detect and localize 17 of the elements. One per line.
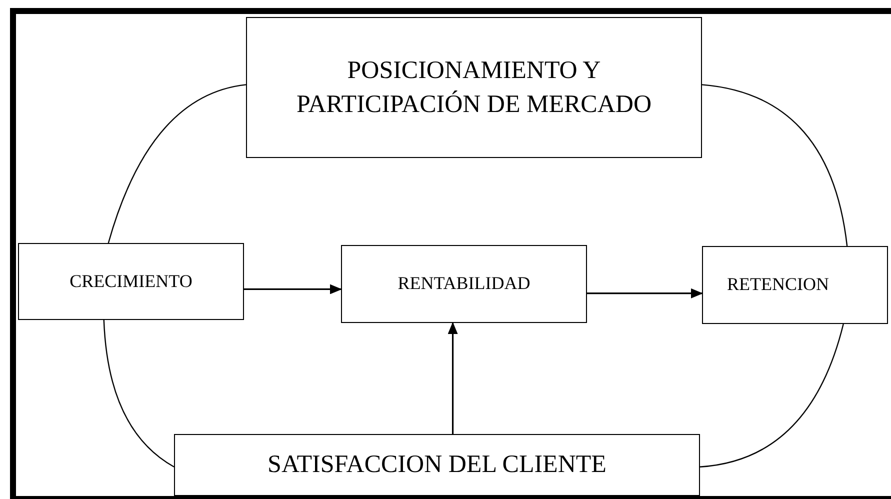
process-box [246, 17, 702, 158]
box-label: RETENCION [727, 274, 829, 296]
arrow [448, 322, 458, 434]
process-box [174, 434, 700, 496]
arrow [587, 288, 703, 298]
process-box [18, 243, 244, 320]
connector-line [103, 320, 174, 468]
box-label: RENTABILIDAD [398, 273, 530, 295]
box-label: POSICIONAMIENTO Y PARTICIPACIÓN DE MERCADO [295, 56, 653, 120]
connector-line [108, 84, 246, 244]
box-label: SATISFACCION DEL CLIENTE [268, 450, 606, 480]
connector-line [700, 324, 844, 468]
process-box [341, 245, 587, 323]
process-box [702, 246, 888, 324]
box-label: CRECIMIENTO [70, 270, 192, 292]
connector-line [702, 84, 848, 246]
arrow [244, 284, 342, 294]
